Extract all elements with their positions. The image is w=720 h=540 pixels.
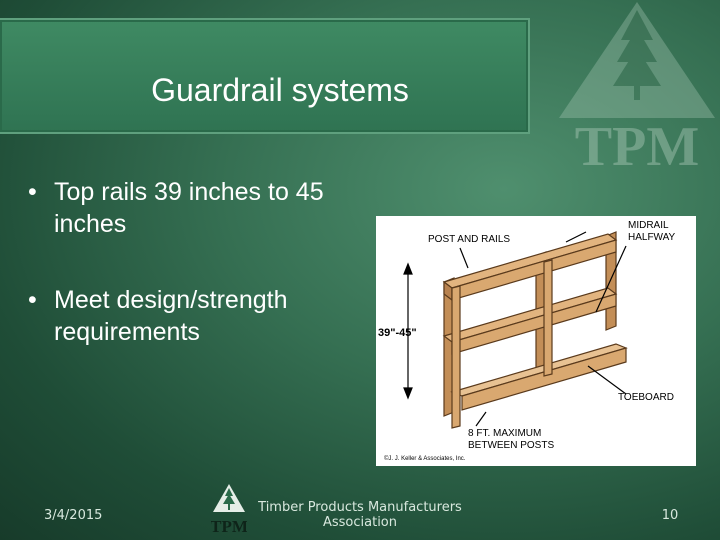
footer-org-line1: Timber Products Manufacturers — [258, 500, 462, 515]
label-max-distance: 8 FT. MAXIMUM — [468, 428, 541, 439]
label-between-posts: BETWEEN POSTS — [468, 440, 554, 451]
page-number: 10 — [661, 508, 679, 523]
bullet-text: Meet design/strength requirements — [54, 286, 288, 346]
slide-title: Guardrail systems — [151, 72, 409, 108]
label-midrail: MIDRAIL — [628, 220, 669, 231]
footer-date: 3/4/2015 — [44, 508, 103, 523]
label-post-rails: POST AND RAILS — [428, 234, 510, 245]
title-bar — [0, 18, 530, 134]
footer-logo-text: TPM — [211, 517, 247, 536]
guardrail-diagram: POST AND RAILS MIDRAIL HALFWAY 39"-45" T… — [376, 216, 696, 466]
bullet-text: Top rails 39 inches to 45 inches — [54, 178, 324, 238]
tpm-footer-logo: TPM — [211, 484, 247, 536]
bullet-item: • Top rails 39 inches to 45 inches — [28, 176, 368, 240]
label-height: 39"-45" — [378, 327, 417, 339]
bullet-dot-icon: • — [28, 178, 37, 206]
bullet-item: • Meet design/strength requirements — [28, 284, 368, 348]
bullet-dot-icon: • — [28, 286, 37, 314]
bullet-list: • Top rails 39 inches to 45 inches • Mee… — [28, 176, 368, 392]
label-halfway: HALFWAY — [628, 232, 676, 243]
footer-org-line2: Association — [322, 515, 398, 530]
tpm-watermark-logo: TPM — [559, 2, 715, 175]
label-toeboard: TOEBOARD — [618, 392, 674, 403]
footer-organization: Timber Products Manufacturers Associatio… — [252, 500, 468, 530]
figure-credit: ©J. J. Keller & Associates, Inc. — [384, 455, 466, 462]
watermark-text: TPM — [575, 116, 699, 175]
watermark-triangle — [559, 2, 715, 118]
